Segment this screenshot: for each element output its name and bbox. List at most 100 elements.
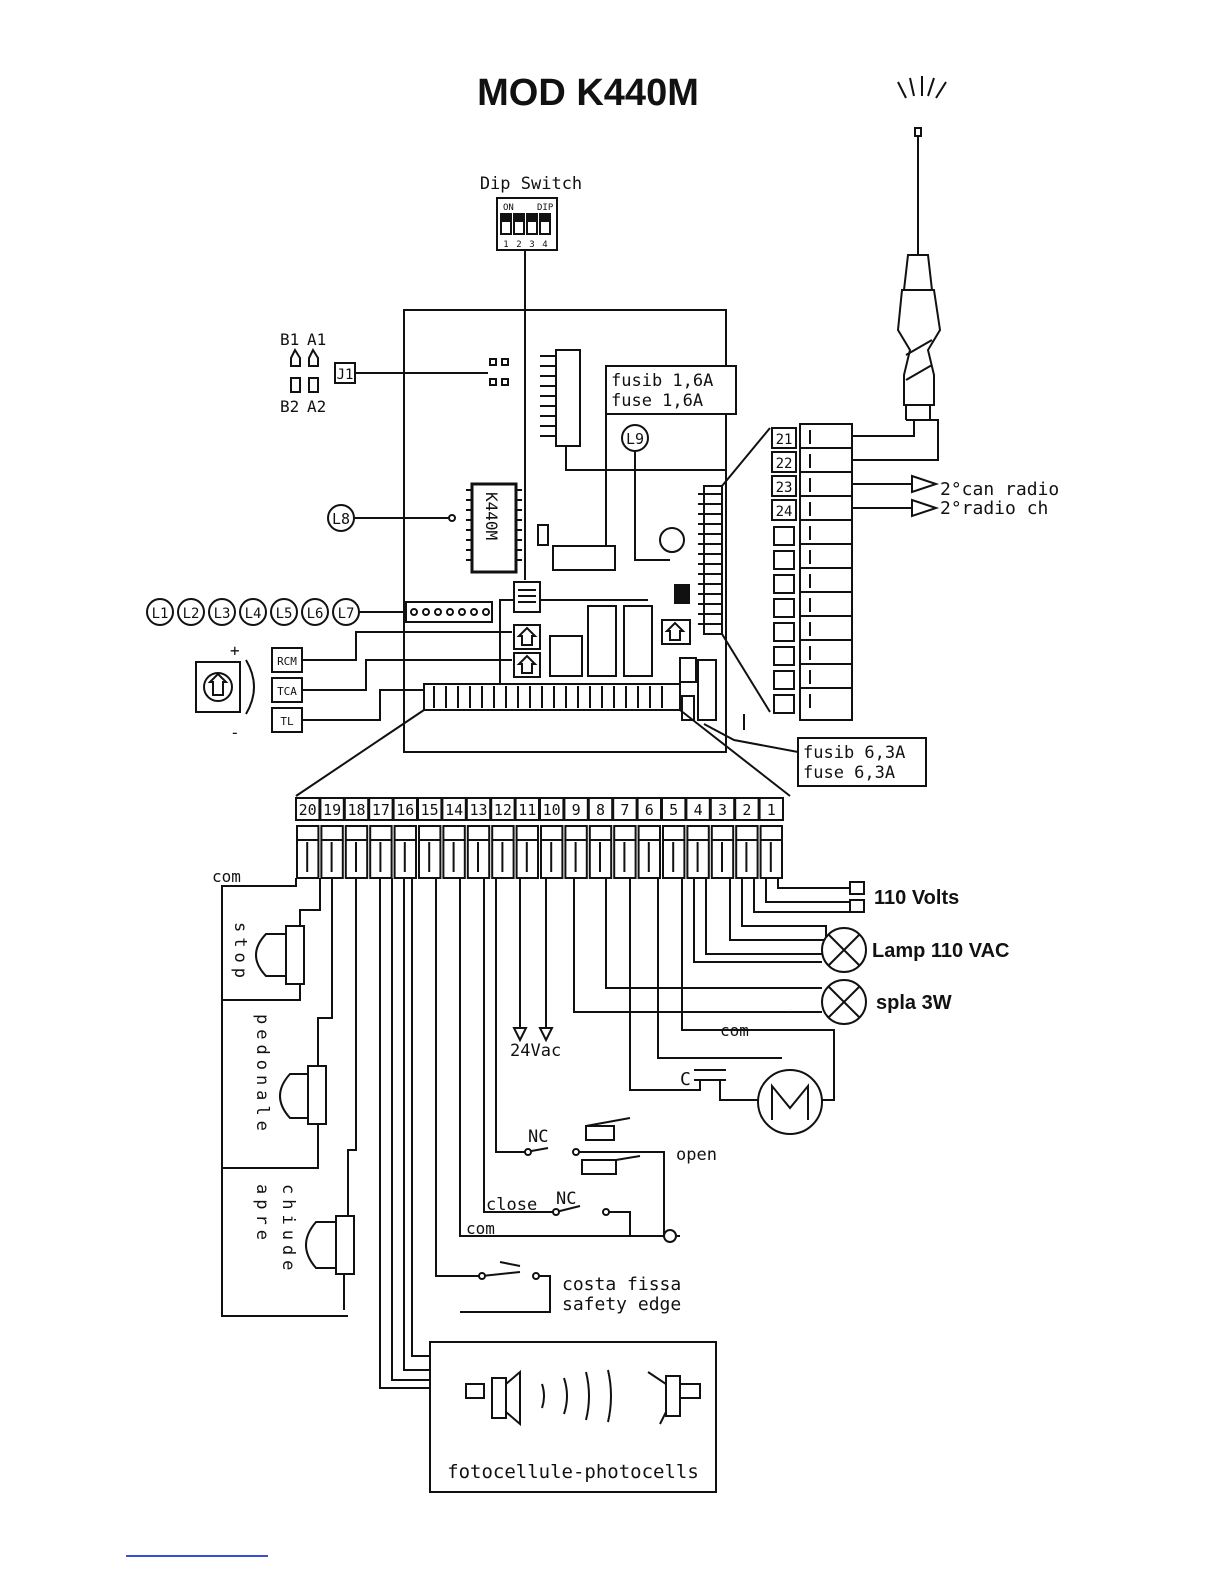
led-l9: L9 bbox=[621, 424, 685, 561]
radio-terminal-24: 24 bbox=[776, 504, 793, 520]
jumper-a2-label: A2 bbox=[307, 397, 326, 416]
terminal-number: 2 bbox=[742, 801, 751, 819]
microcontroller-chip: K440M bbox=[466, 482, 522, 574]
terminal-number-box bbox=[636, 797, 662, 821]
dip-on-label: ON bbox=[503, 203, 514, 213]
fuse-small-en: fuse 1,6A bbox=[611, 391, 703, 411]
terminal-screw bbox=[516, 839, 538, 872]
dip-number: 1 bbox=[503, 240, 508, 250]
terminal-screw bbox=[541, 839, 563, 872]
buttons-com-label: com bbox=[212, 867, 241, 886]
terminal-number-box bbox=[709, 797, 736, 821]
terminal-number-box bbox=[319, 797, 345, 821]
jumper-b2-label: B2 bbox=[280, 397, 299, 416]
nc-close-label: NC bbox=[556, 1189, 576, 1209]
trimmer-minus: - bbox=[230, 723, 240, 742]
terminal-block bbox=[296, 825, 783, 879]
board-components bbox=[513, 581, 745, 730]
terminal-number: 4 bbox=[694, 801, 703, 819]
led-l8-label: L8 bbox=[332, 510, 350, 528]
chiude-label: chiude bbox=[278, 1184, 298, 1275]
supply-label: 110 Volts bbox=[874, 887, 959, 909]
terminal-number: 16 bbox=[396, 801, 414, 819]
terminal-number: 9 bbox=[572, 801, 581, 819]
terminal-screw bbox=[687, 839, 709, 872]
terminal-number: 20 bbox=[299, 801, 317, 819]
vac24-label: 24Vac bbox=[510, 1041, 561, 1061]
spla-label: spla 3W bbox=[876, 992, 952, 1014]
apre-label: apre bbox=[252, 1184, 272, 1245]
antenna-icon bbox=[896, 76, 947, 420]
led-row: L1 L2 L3 L4 L5 L6 L7 bbox=[146, 598, 493, 626]
terminal-number: 12 bbox=[494, 801, 512, 819]
dip-switch[interactable]: Dip Switch ON DIP 1 2 3 4 bbox=[480, 174, 582, 580]
motor-label: M bbox=[790, 1009, 791, 1011]
terminal-number-box bbox=[417, 797, 443, 821]
radio-ch2-it-label: 2°can radio bbox=[940, 479, 1059, 500]
photocells-label: fotocellule-photocells bbox=[447, 1461, 699, 1483]
open-label: open bbox=[676, 1145, 717, 1165]
terminal-number: 7 bbox=[620, 801, 629, 819]
fuse-large-en: fuse 6,3A bbox=[803, 763, 895, 783]
chip-label: K440M bbox=[482, 492, 501, 540]
terminal-screw bbox=[370, 839, 392, 872]
limit-switches bbox=[459, 878, 680, 1243]
close-label: close bbox=[486, 1195, 537, 1215]
terminal-number: 6 bbox=[645, 801, 654, 819]
radio-connector bbox=[540, 349, 726, 471]
jumper-group[interactable]: B1 A1 B2 A2 J1 bbox=[280, 330, 509, 416]
terminal-number: 11 bbox=[518, 801, 536, 819]
terminal-number: 8 bbox=[596, 801, 605, 819]
dip-switch-label: Dip Switch bbox=[480, 174, 582, 194]
dip-number: 2 bbox=[516, 240, 521, 250]
terminal-number-box bbox=[295, 797, 321, 821]
led-label: L4 bbox=[245, 606, 262, 622]
trimmer-tl-label: TL bbox=[280, 715, 294, 728]
terminal-number: 5 bbox=[669, 801, 678, 819]
dip-number: 4 bbox=[542, 240, 547, 250]
terminal-number-box bbox=[343, 797, 370, 821]
photocells bbox=[379, 878, 717, 1493]
terminal-screw bbox=[711, 839, 734, 872]
radio-terminal-23: 23 bbox=[776, 480, 793, 496]
radio-terminal-block: 21 22 23 24 bbox=[771, 419, 940, 721]
jumper-a1-label: A1 bbox=[307, 330, 326, 349]
led-l9-label: L9 bbox=[626, 430, 644, 448]
led-l8: L8 bbox=[327, 504, 456, 532]
board-terminal-strip bbox=[295, 683, 791, 797]
terminal-screw bbox=[638, 839, 660, 872]
terminal-number: 13 bbox=[469, 801, 487, 819]
command-buttons bbox=[221, 878, 357, 1317]
terminal-number: 15 bbox=[421, 801, 439, 819]
terminal-screw bbox=[419, 839, 441, 872]
fuse-1-6a: fusib 1,6A fuse 1,6A bbox=[537, 365, 737, 571]
terminal-number-box bbox=[441, 797, 467, 821]
nc-open-label: NC bbox=[528, 1127, 548, 1147]
stop-label: stop bbox=[230, 922, 250, 983]
dip-dip-label: DIP bbox=[537, 203, 554, 213]
terminal-number-box bbox=[587, 797, 614, 821]
safety-edge bbox=[435, 878, 551, 1313]
motor-com-label: com bbox=[720, 1021, 749, 1040]
fuse-small-it: fusib 1,6A bbox=[611, 371, 713, 391]
radio-terminal-21: 21 bbox=[776, 432, 793, 448]
terminal-screw bbox=[589, 839, 612, 872]
terminal-number: 3 bbox=[718, 801, 727, 819]
terminal-screw bbox=[663, 839, 685, 872]
terminal-number-box bbox=[661, 797, 687, 821]
led-label: L2 bbox=[183, 606, 200, 622]
led-label: L1 bbox=[152, 606, 169, 622]
led-label: L6 bbox=[307, 606, 324, 622]
radio-terminal-22: 22 bbox=[776, 456, 793, 472]
terminal-screw bbox=[760, 839, 782, 872]
terminal-screw bbox=[394, 839, 416, 872]
terminal-screw bbox=[467, 839, 490, 872]
terminal-number: 18 bbox=[347, 801, 365, 819]
limits-com-label: com bbox=[466, 1219, 495, 1238]
led-label: L5 bbox=[276, 606, 293, 622]
fuse-6-3a: fusib 6,3A fuse 6,3A bbox=[703, 723, 927, 787]
terminal-number-box bbox=[465, 797, 492, 821]
radio-ch2-en-label: 2°radio ch bbox=[940, 498, 1048, 519]
